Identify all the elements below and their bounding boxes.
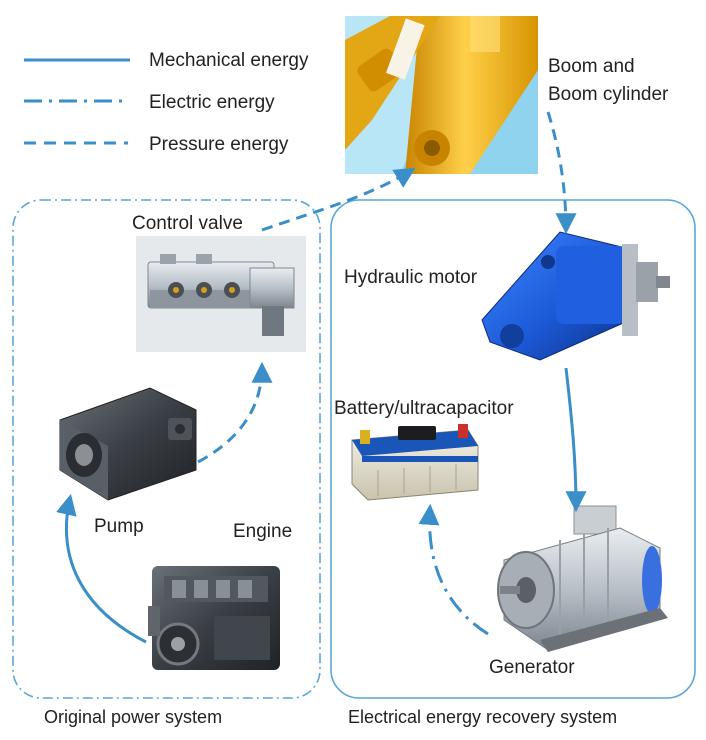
boom-label-line2: Boom cylinder	[548, 84, 669, 105]
arrow-boom-to-motor	[546, 111, 577, 235]
arrow-pump-to-valve	[197, 361, 273, 464]
engine-image	[148, 566, 280, 670]
original-system-box	[12, 199, 321, 699]
control-valve-image	[136, 236, 306, 352]
arrow-generator-to-battery	[418, 503, 489, 636]
legend-pressure-label: Pressure energy	[149, 134, 289, 155]
legend: Mechanical energy Electric energy Pressu…	[24, 50, 309, 155]
battery-image	[351, 424, 479, 501]
arrow-valve-to-boom	[261, 167, 416, 232]
engine-label: Engine	[233, 521, 292, 542]
arrow-engine-to-pump	[56, 493, 147, 644]
recovery-system-label: Electrical energy recovery system	[348, 707, 617, 727]
hydraulic-motor-label: Hydraulic motor	[344, 267, 478, 288]
control-valve-label: Control valve	[132, 213, 243, 234]
boom-label-line1: Boom and	[548, 56, 635, 77]
generator-image	[497, 505, 668, 652]
battery-label: Battery/ultracapacitor	[334, 398, 514, 419]
legend-mechanical-label: Mechanical energy	[149, 50, 309, 71]
pump-image	[59, 387, 197, 501]
legend-electric-label: Electric energy	[149, 92, 275, 113]
original-system-label: Original power system	[44, 707, 222, 727]
pump-label: Pump	[94, 516, 144, 537]
recovery-system-box	[330, 199, 696, 699]
arrow-motor-to-generator	[564, 367, 587, 513]
generator-label: Generator	[489, 657, 575, 678]
hydraulic-motor-image	[481, 231, 670, 361]
boom-cylinder-image	[345, 16, 538, 174]
